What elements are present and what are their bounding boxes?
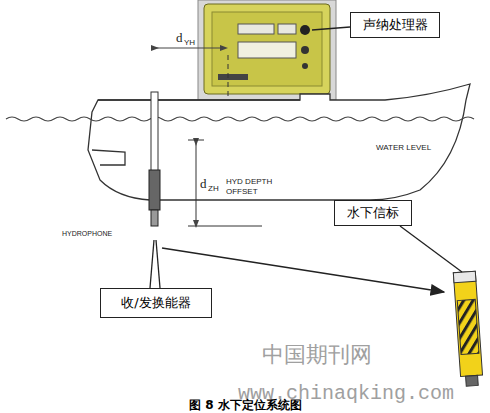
watermark: 中国期刊网 (262, 340, 372, 370)
dimension-subscript: YH (184, 38, 195, 47)
sonar-processor (198, 0, 336, 100)
part-label: HYDROPHONE (62, 230, 112, 237)
water-line (6, 117, 474, 121)
dimension-symbol: d (176, 30, 183, 46)
ship-hull (88, 84, 470, 200)
underwater-beacon (453, 271, 483, 386)
callout-box: 水下信标 (334, 200, 412, 226)
figure-caption: 图 8 水下定位系统图 (189, 397, 302, 413)
callout-box: 声纳处理器 (350, 12, 440, 38)
dimension-subscript: ZH (208, 184, 219, 193)
dimension-label: HYD DEPTH OFFSET (226, 177, 282, 198)
callout-box: 收/发换能器 (100, 288, 212, 318)
callout-text: 收/发换能器 (121, 294, 190, 312)
hydrophone-pole (149, 92, 160, 226)
dimension-symbol: d (200, 176, 207, 192)
water-level-label: WATER LEVEL (376, 143, 431, 152)
callout-text: 水下信标 (347, 204, 399, 222)
signal-arrow (162, 248, 444, 292)
callout-text: 声纳处理器 (363, 16, 428, 34)
